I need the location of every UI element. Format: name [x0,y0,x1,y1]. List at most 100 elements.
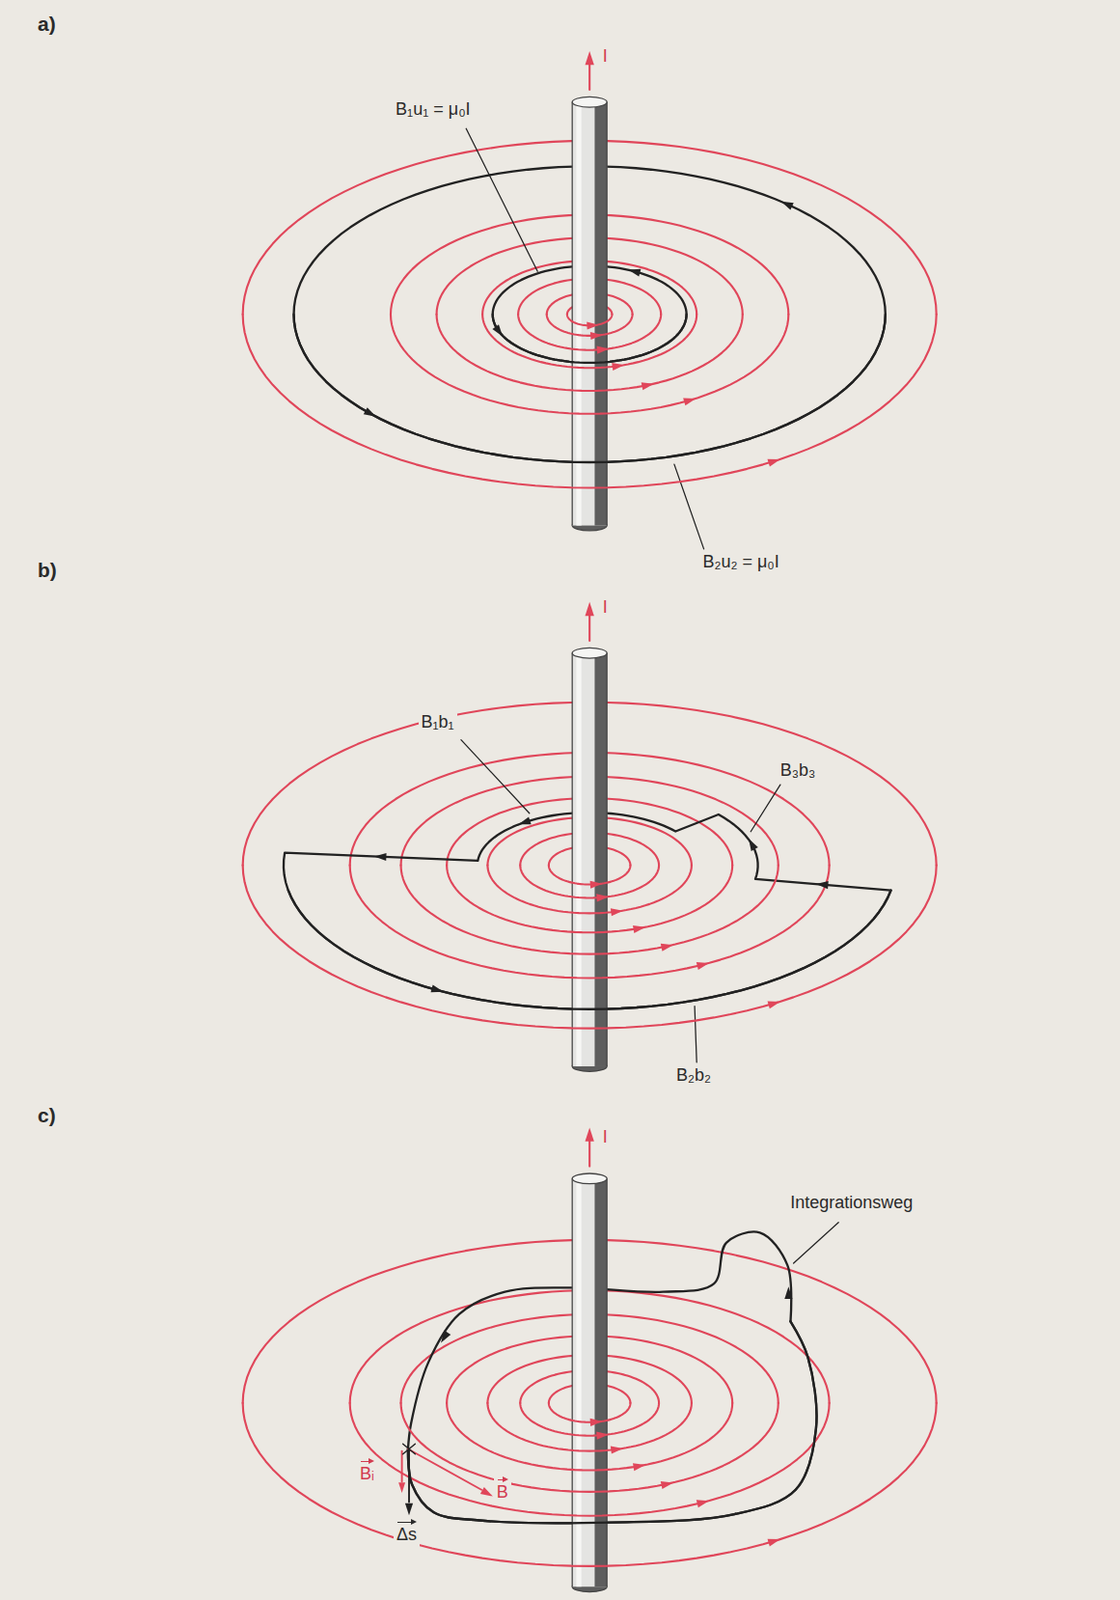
arrowhead [610,907,624,916]
formula-label: B₁u₁ = μ₀I [392,98,474,122]
leader-layer [461,128,839,1263]
wire-conductor [572,96,607,530]
arrowhead [363,407,377,417]
arrowhead [590,880,603,889]
arrowhead [632,925,646,933]
field-line [546,314,633,336]
integration-path [408,1320,818,1523]
formula-label: B₂u₂ = μ₀I [699,550,782,574]
component-vector [401,1450,404,1482]
field-line [401,865,779,955]
arrowhead [374,852,387,861]
arrowhead [518,816,531,824]
arrowhead [767,1538,781,1547]
field-line [350,1402,830,1516]
product-label: B₂b₂ [673,1064,714,1088]
current-arrow [588,63,591,90]
arrowhead [398,1481,406,1493]
product-label: B₁b₁ [418,710,458,735]
current-arrow [588,1139,591,1166]
leader-line [674,464,705,549]
arrowhead [748,838,759,851]
field-line [548,865,631,885]
path-element-vector [408,1447,410,1502]
arrowhead [781,201,794,211]
field-line [487,1402,691,1451]
vector-label: B [493,1475,512,1504]
front-layer [243,314,937,1566]
field-line [482,314,697,369]
leader-line [793,1222,840,1263]
leader-line [694,1006,697,1063]
current-label: I [600,596,611,620]
arrowhead [660,1480,674,1489]
field-line [243,865,937,1029]
arrowhead [585,601,595,616]
arrowhead [596,893,609,902]
arrowhead [430,984,443,993]
arrowhead [784,1285,793,1299]
panel-letter: a) [34,10,59,37]
arrowhead [767,1001,781,1010]
product-label: B₃b₃ [777,759,820,783]
field-line [518,314,661,351]
integration-path [492,314,687,363]
field-vector [408,1447,482,1489]
panel-letter: c) [34,1101,59,1128]
arrowhead [682,397,696,406]
field-line [350,865,830,979]
arrowhead [590,331,603,340]
integration-path [294,314,886,463]
arrowhead [596,1431,609,1440]
vector-label: Bᵢ [356,1456,378,1486]
integration-path [288,890,892,1010]
field-line [519,865,659,899]
arrowhead [611,362,625,371]
field-line [437,314,743,391]
arrowhead [816,880,829,889]
current-arrow [588,614,591,641]
arrowhead [590,1418,603,1426]
field-line [243,1402,937,1566]
arrowhead [696,961,710,970]
arrowhead [491,324,503,337]
current-label: I [600,1125,611,1149]
arrowhead [405,1502,413,1516]
point-mark [403,1443,416,1454]
field-line [519,1402,659,1436]
path-label: Integrationsweg [787,1191,916,1215]
leader-line [465,128,538,272]
leader-line [750,784,781,832]
field-line [548,1402,631,1422]
arrowhead [696,1499,710,1507]
arrow-layer [363,51,829,1547]
field-line [243,314,937,489]
panel-letter: b) [34,556,60,583]
arrowhead [440,1330,451,1343]
field-line [446,865,733,933]
field-line [446,1402,733,1471]
arrowhead [632,1462,646,1471]
field-line [401,1402,779,1492]
integration-path [408,1320,818,1523]
arrowhead [628,269,641,277]
arrowhead [660,943,674,952]
arrowhead [586,321,600,329]
arrowhead [610,1446,624,1454]
vector-label: Δs [393,1517,420,1547]
field-line [487,865,691,914]
arrowhead [585,1126,595,1141]
wire-conductor [572,1173,607,1592]
arrowhead [480,1486,493,1497]
wire-conductor [572,647,607,1071]
arrowhead [585,51,595,65]
current-label: I [600,45,611,69]
arrowhead [596,346,609,355]
wire-layer [572,96,607,1591]
arrowhead [641,382,655,390]
leader-line [461,739,530,814]
field-line [390,314,789,414]
